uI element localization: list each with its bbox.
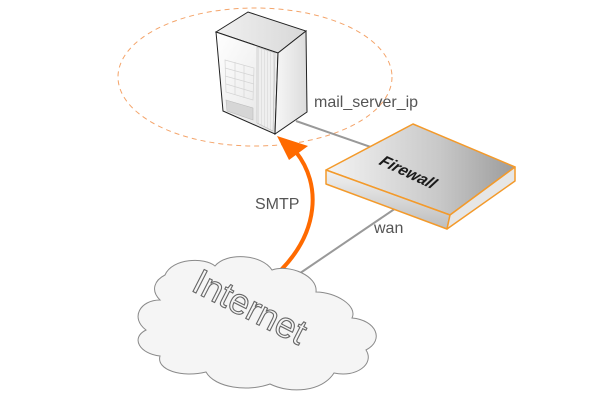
smtp-flow-arrow (277, 136, 315, 272)
mail-server-label: mail_server_ip (314, 94, 418, 111)
cloud-icon (137, 256, 377, 391)
smtp-flow-label: SMTP (255, 196, 299, 213)
firewall-appliance-icon[interactable] (325, 123, 516, 230)
server-zone-boundary (117, 7, 393, 147)
server-tower-icon[interactable] (214, 11, 308, 135)
link-firewall-internet (286, 207, 397, 283)
wan-link-label: wan (373, 220, 403, 237)
